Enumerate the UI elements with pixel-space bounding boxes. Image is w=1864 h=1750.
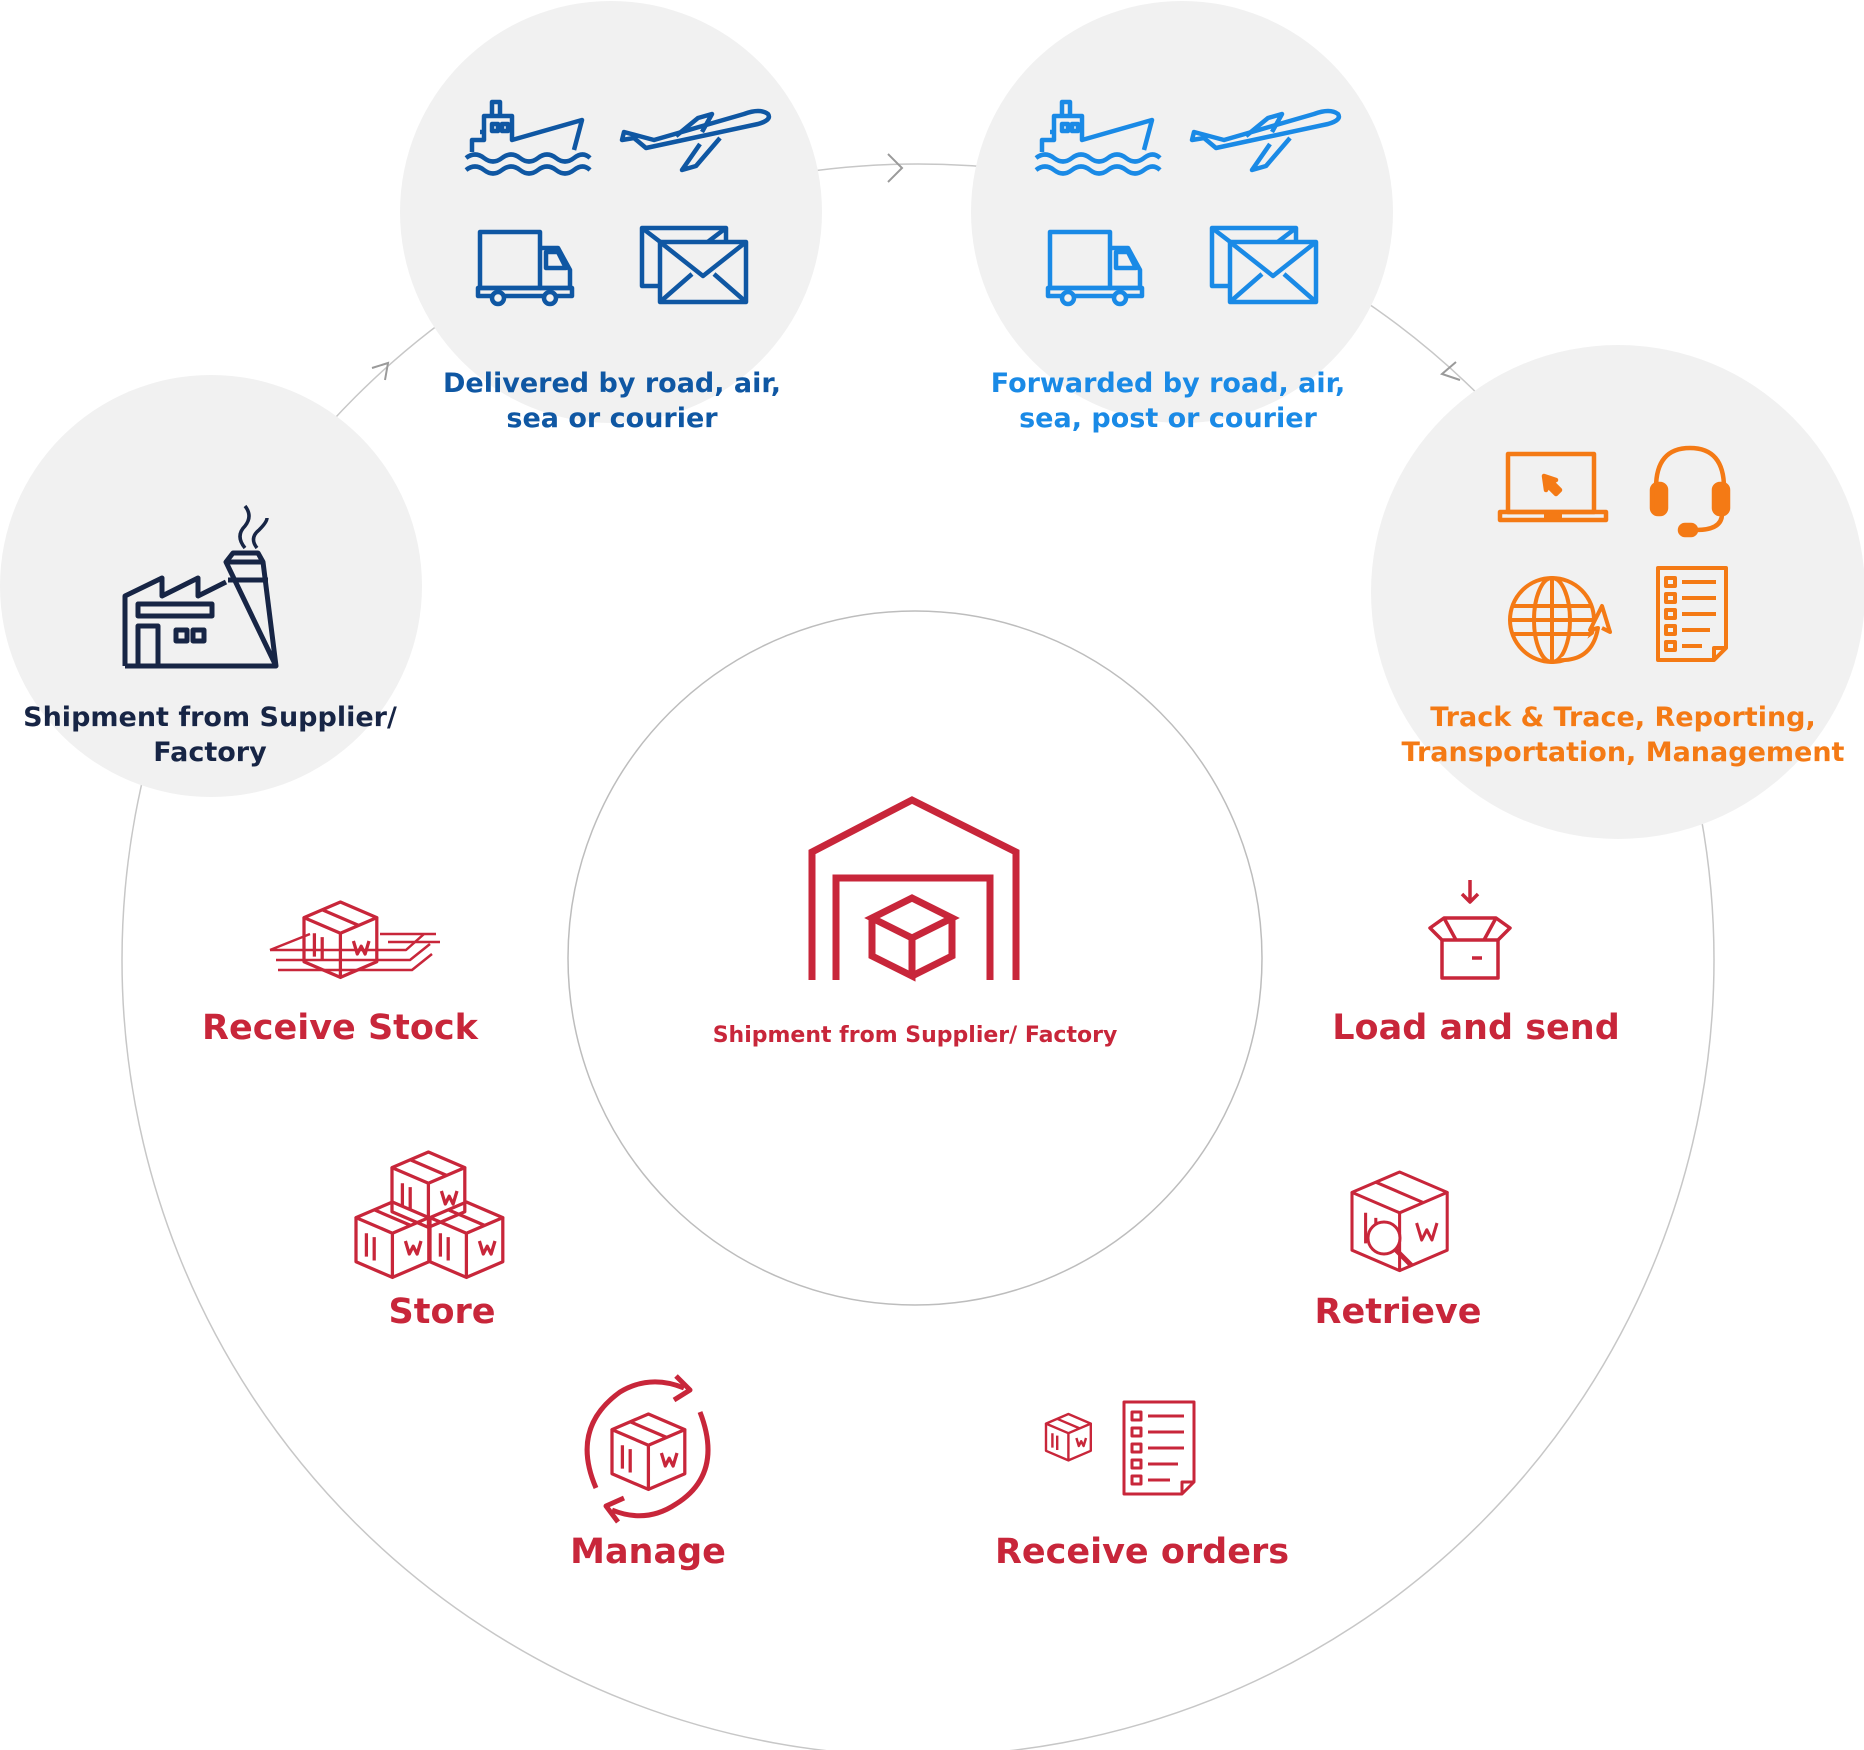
supplier-line1: Shipment from Supplier/ [23,702,397,733]
step-receive-orders: Receive orders [994,1532,1290,1572]
step-retrieve: Retrieve [1314,1292,1482,1332]
globe-icon [1508,576,1612,664]
step-load-and-send: Load and send [1332,1008,1620,1048]
plane-icon [619,108,772,173]
envelope-icon [639,225,749,305]
ring-arrow-top [887,153,904,183]
supplier-line2: Factory [153,737,267,769]
envelope-icon [1209,225,1319,305]
step-store: Store [388,1292,496,1332]
laptop-icon [1497,451,1609,523]
tracking-node-circle [1371,345,1864,839]
conveyor-box-icon [269,900,440,980]
box-search-icon [1350,1170,1449,1273]
forwarded-node-label: Forwarded by road, air, sea, post or cou… [968,366,1368,436]
delivered-line1: Delivered by road, air, [443,368,781,399]
stacked-boxes-icon [354,1150,505,1280]
step-manage: Manage [570,1532,726,1572]
tracking-line2: Transportation, Management [1401,737,1845,769]
tracking-line1: Track & Trace, Reporting, [1430,702,1816,733]
factory-icon [122,504,279,669]
headset-icon [1649,445,1731,538]
plane-icon [1189,108,1342,173]
forwarded-line2: sea, post or courier [1019,403,1317,435]
truck-icon [1045,229,1145,307]
delivered-line2: sea or courier [506,403,718,435]
hub-label: Shipment from Supplier/ Factory [712,1023,1118,1048]
ship-icon [1034,99,1162,176]
order-list-icon [1044,1400,1196,1496]
ring-arrow-right [1440,361,1461,381]
ship-icon [464,99,592,176]
delivered-node-label: Delivered by road, air, sea or courier [412,366,812,436]
outer-ring [121,163,1715,1750]
report-icon [1656,566,1728,662]
forwarded-node-circle [971,1,1393,423]
open-box-icon [1428,880,1512,980]
supplier-node-circle [0,375,422,797]
truck-icon [475,229,575,307]
warehouse-icon [808,796,1020,982]
supplier-node-label: Shipment from Supplier/ Factory [20,700,400,770]
ring-arrow-left [371,361,390,381]
tracking-node-label: Track & Trace, Reporting, Transportation… [1400,700,1846,770]
step-receive-stock: Receive Stock [202,1008,478,1048]
forwarded-line1: Forwarded by road, air, [990,368,1346,399]
delivered-node-circle [400,1,822,423]
box-cycle-icon [584,1374,711,1524]
